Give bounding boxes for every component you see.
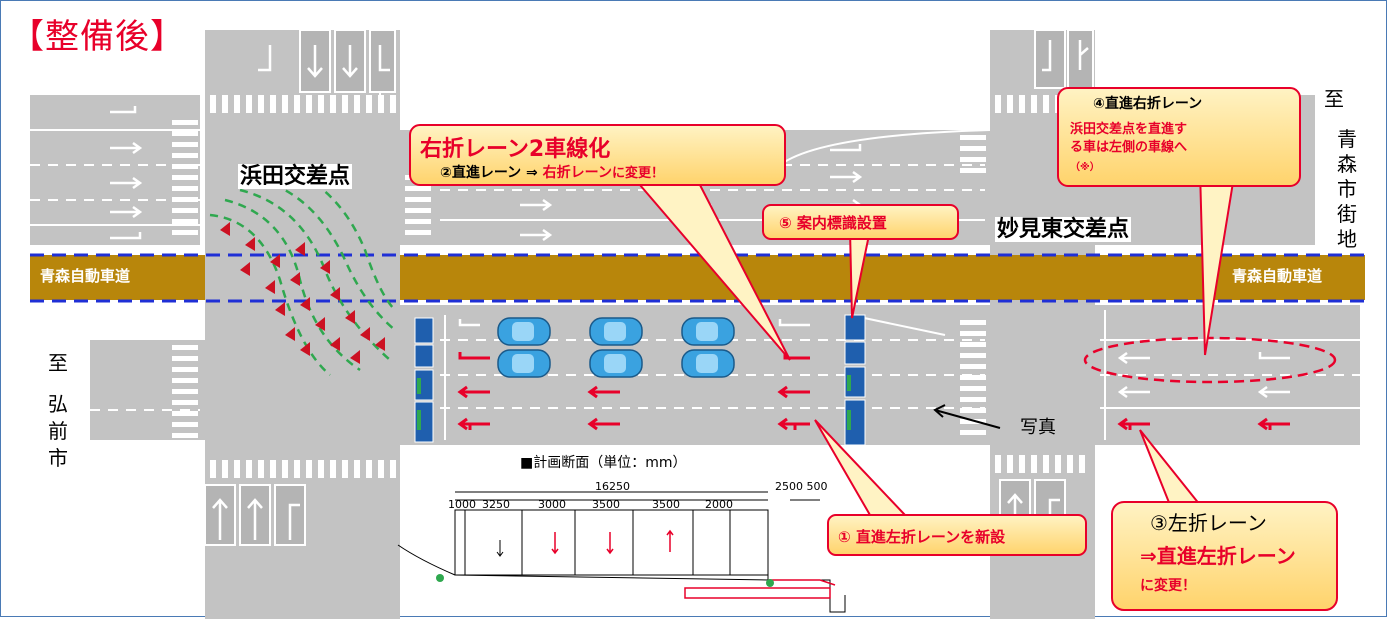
callout-box-c5 [762, 204, 959, 240]
photo-pointer-arrow [933, 404, 1001, 429]
callout-c4-note: （※） [1070, 162, 1100, 173]
direction-aomori-char: 地 [1337, 227, 1357, 251]
merge-line [779, 129, 991, 166]
callout-c4-line3: る車は左側の車線へ [1070, 140, 1188, 155]
callout-c2-part-c: に変更！ [611, 166, 664, 181]
crosswalks [172, 95, 1085, 478]
expressway-label-right: 青森自動車道 [1232, 267, 1323, 285]
callout-c3-line1: ③左折レーン [1150, 511, 1267, 535]
expressway-label-left: 青森自動車道 [40, 267, 131, 285]
direction-aomori-char: 至 [1324, 87, 1344, 111]
cross-section-width: 2000 [705, 498, 733, 511]
direction-aomori-char: 街 [1337, 202, 1357, 226]
cross-section [397, 491, 846, 613]
callout-c4-line2: 浜田交差点を直進す [1070, 122, 1188, 137]
page-title: 【整備後】 [10, 17, 185, 57]
cross-section-heading: ■計画断面（単位：mm） [520, 455, 687, 471]
direction-aomori-char: 森 [1337, 152, 1357, 176]
direction-aomori-char: 青 [1337, 127, 1357, 151]
callout-c2-part-b: 右折レーン [542, 165, 612, 181]
crosswalk-hamada-south [210, 460, 396, 478]
car [681, 317, 735, 346]
direction-hirosaki-char: 前 [48, 419, 68, 443]
photo-label: 写真 [1020, 417, 1056, 438]
red-lane-arrows [457, 352, 1290, 431]
callout-boxes [409, 87, 1338, 611]
cross-section-width: 3500 [592, 498, 620, 511]
callout-c3-line2: ⇒直進左折レーン [1140, 544, 1296, 568]
car [681, 349, 735, 378]
cars [497, 317, 735, 378]
crosswalk-myoken-south [995, 455, 1085, 473]
callout-box-c3 [1111, 501, 1338, 611]
lane-arrows-myoken-north [1034, 29, 1094, 89]
callout-c5-text: ⑤ 案内標識設置 [779, 214, 887, 232]
callout-c4-title: ④直進右折レーン [1093, 96, 1203, 112]
road-left-upper [30, 95, 200, 245]
plants [436, 574, 774, 587]
direction-hirosaki-char: 弘 [48, 392, 68, 416]
intersection-myoken-label: 妙見東交差点 [995, 217, 1132, 243]
callout-c3-line3: に変更！ [1140, 578, 1196, 594]
cross-section-width: 1000 [448, 498, 476, 511]
lane-arrows-hamada-north [258, 29, 396, 93]
sign-post-left [414, 317, 434, 443]
callout-c1-text: ① 直進左折レーンを新設 [838, 528, 1006, 546]
white-lane-arrows [110, 106, 1290, 399]
callout-c2-headline: 右折レーン2車線化 [420, 137, 611, 162]
guide-signs [414, 314, 866, 446]
highlight-ellipse [1083, 336, 1337, 384]
direction-hirosaki-char: 至 [48, 351, 68, 375]
callout-box-c4 [1057, 87, 1301, 187]
direction-hirosaki-char: 市 [48, 446, 68, 470]
intersection-hamada-label: 浜田交差点 [238, 164, 353, 190]
callout-box-c1 [827, 514, 1087, 556]
callout-c2-part-a: ②直進レーン ⇒ [440, 165, 543, 181]
lane-arrows-hamada-south [204, 484, 306, 546]
merge-line [849, 314, 946, 336]
callout-box-c2 [409, 124, 786, 186]
callout-c2-detail: ②直進レーン ⇒ 右折レーンに変更！ [440, 162, 664, 182]
crosswalk-hamada-north [210, 95, 396, 113]
cross-section-right-widths: 2500 500 [775, 480, 828, 493]
cross-section-width: 3250 [482, 498, 510, 511]
car [497, 317, 551, 346]
cross-section-width: 3500 [652, 498, 680, 511]
sign-post-right [844, 314, 866, 446]
cross-section-red [551, 529, 836, 599]
cross-section-total: 16250 [595, 480, 630, 493]
cross-section-width: 3000 [538, 498, 566, 511]
car [589, 349, 643, 378]
car [497, 349, 551, 378]
car [589, 317, 643, 346]
crosswalk-hamada-west [172, 120, 198, 438]
direction-aomori-char: 市 [1337, 177, 1357, 201]
